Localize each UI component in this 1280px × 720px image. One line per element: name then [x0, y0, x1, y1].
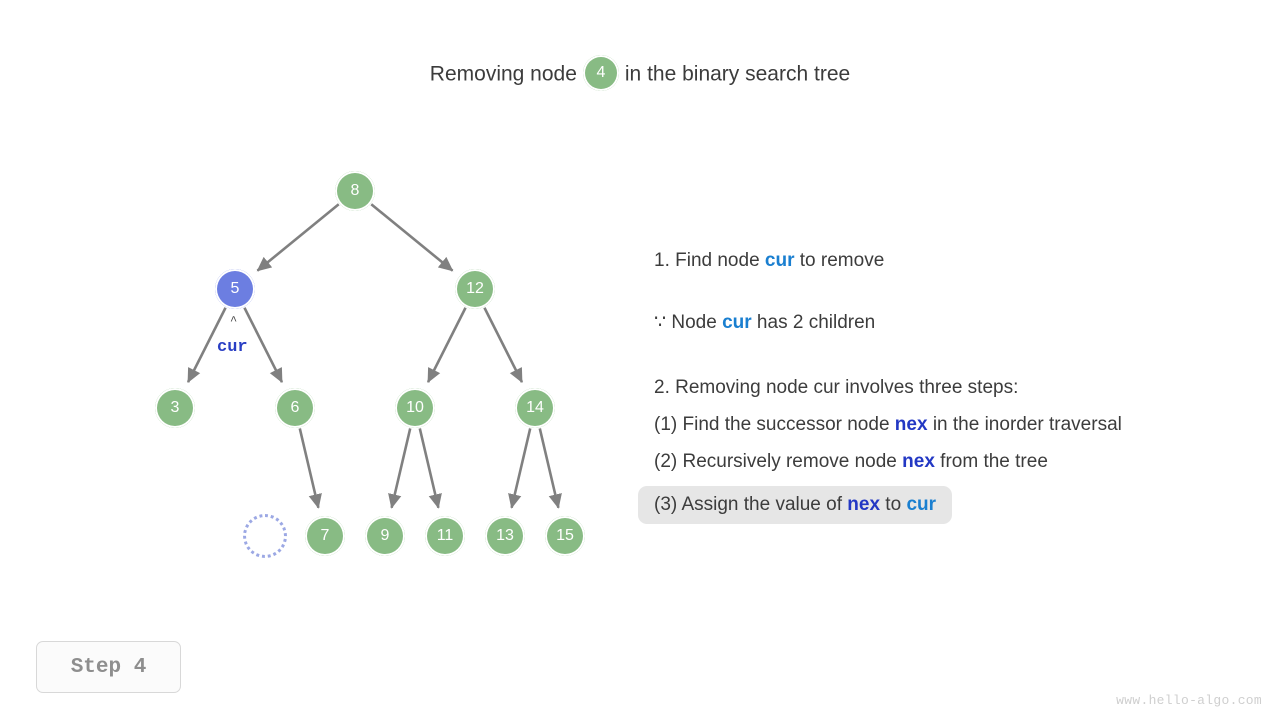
line1-post: to remove [794, 250, 885, 271]
tree-edge-6-7 [298, 428, 322, 509]
title-prefix: Removing node [429, 62, 577, 86]
tree-node-14: 14 [515, 388, 555, 428]
step-badge: Step 4 [36, 641, 181, 693]
line4-pre: (1) Find the successor node [654, 414, 895, 435]
explanation-panel: 1. Find node cur to remove ∵ Node cur ha… [638, 248, 1264, 524]
spacer-4 [654, 438, 1264, 449]
tree-edge-12-14 [483, 307, 524, 384]
spacer-5 [654, 475, 1264, 486]
line5-post: from the tree [934, 451, 1048, 472]
highlighted-step: (3) Assign the value of nex to cur [638, 486, 953, 524]
tree-edge-5-6 [243, 307, 284, 384]
tree-node-10: 10 [395, 388, 435, 428]
tree-edge-10-11 [418, 428, 442, 509]
tree-node-3: 3 [155, 388, 195, 428]
tree-node-9: 9 [365, 516, 405, 556]
line4-post: in the inorder traversal [927, 414, 1122, 435]
tree-node-7: 7 [305, 516, 345, 556]
line2-keyword-cur: cur [722, 312, 752, 333]
tree-edge-5-3 [186, 307, 227, 384]
spacer-2 [654, 336, 1264, 375]
line4-keyword-nex: nex [894, 414, 928, 435]
line5-pre: (2) Recursively remove node [654, 451, 903, 472]
explanation-line-6: (3) Assign the value of nex to cur [638, 486, 1264, 524]
explanation-line-5: (2) Recursively remove node nex from the… [654, 449, 1264, 475]
explanation-line-1: 1. Find node cur to remove [654, 248, 1264, 274]
tree-edge-10-9 [388, 428, 412, 509]
line6-keyword-cur: cur [906, 494, 937, 515]
tree-edge-12-10 [426, 307, 467, 384]
line6-pre: (3) Assign the value of [654, 494, 848, 515]
watermark: www.hello-algo.com [1116, 693, 1262, 708]
tree-node-placeholder [243, 514, 287, 558]
cur-pointer-label: cur [217, 338, 248, 357]
title-suffix: in the binary search tree [624, 62, 851, 86]
tree-edge-8-12 [370, 203, 454, 272]
explanation-line-4: (1) Find the successor node nex in the i… [654, 412, 1264, 438]
line6-keyword-nex: nex [847, 494, 881, 515]
tree-edge-14-15 [538, 428, 562, 509]
tree-node-11: 11 [425, 516, 465, 556]
title-node-badge: 4 [582, 55, 619, 92]
line1-pre: 1. Find node [654, 250, 765, 271]
tree-node-8: 8 [335, 171, 375, 211]
tree-node-12: 12 [455, 269, 495, 309]
tree-edges [186, 203, 562, 509]
spacer-3 [654, 401, 1264, 412]
tree-node-15: 15 [545, 516, 585, 556]
tree-node-5: 5 [215, 269, 255, 309]
spacer-1 [654, 274, 1264, 310]
line6-mid: to [880, 494, 907, 515]
line1-keyword-cur: cur [764, 250, 795, 271]
explanation-line-2: ∵ Node cur has 2 children [654, 310, 1264, 336]
tree-node-13: 13 [485, 516, 525, 556]
line5-keyword-nex: nex [902, 451, 935, 472]
explanation-line-3: 2. Removing node cur involves three step… [654, 377, 1019, 398]
line2-post: has 2 children [751, 312, 876, 333]
tree-edge-14-13 [508, 428, 532, 509]
cur-pointer-caret: ^ [230, 314, 238, 328]
line2-pre: ∵ Node [654, 312, 723, 333]
tree-edge-8-5 [256, 203, 340, 272]
tree-node-6: 6 [275, 388, 315, 428]
